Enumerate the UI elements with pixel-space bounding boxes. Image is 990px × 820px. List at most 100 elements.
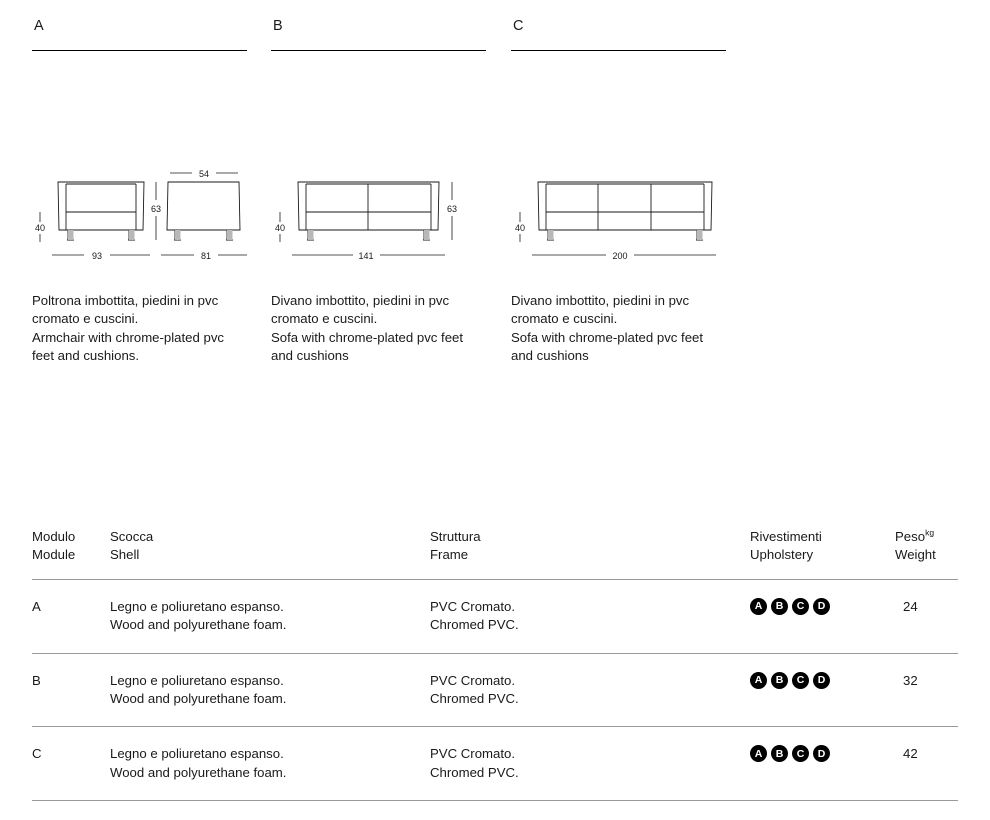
leg-left bbox=[548, 230, 554, 240]
description-a: Poltrona imbottita, piedini in pvc croma… bbox=[32, 292, 264, 366]
cell-frame-en: Chromed PVC. bbox=[430, 764, 519, 780]
leg-right bbox=[424, 230, 430, 240]
desc-b-it-1: Divano imbottito, piedini in pvc bbox=[271, 293, 450, 308]
column-header-b: B bbox=[271, 18, 486, 51]
dim-seat-height-c: 40 bbox=[515, 223, 525, 233]
desc-a-en-1: Armchair with chrome-plated pvc bbox=[32, 329, 225, 345]
desc-b-it-2: cromato e cuscini. bbox=[271, 311, 378, 327]
sofa3-drawing-svg: 40 200 bbox=[515, 181, 716, 261]
table-bottom-rule bbox=[32, 800, 958, 802]
description-b: Divano imbottito, piedini in pvc cromato… bbox=[271, 292, 503, 366]
upholstery-badge: C bbox=[792, 745, 809, 763]
cell-weight: 42 bbox=[903, 746, 918, 762]
upholstery-badge: A bbox=[750, 745, 767, 763]
cell-shell-it: Legno e poliuretano espanso. bbox=[110, 598, 284, 614]
cell-shell: Legno e poliuretano espanso. Wood and po… bbox=[110, 672, 430, 709]
header-shell-en: Shell bbox=[110, 547, 140, 563]
header-frame: Struttura Frame bbox=[430, 528, 750, 565]
upholstery-badge: C bbox=[792, 597, 809, 615]
header-weight-en: Weight bbox=[895, 547, 936, 563]
cell-shell-it: Legno e poliuretano espanso. bbox=[110, 672, 284, 688]
cell-frame: PVC Cromato. Chromed PVC. bbox=[430, 672, 750, 709]
header-shell-it: Scocca bbox=[110, 529, 154, 544]
header-module: Modulo Module bbox=[32, 528, 110, 565]
desc-c-it-1: Divano imbottito, piedini in pvc bbox=[511, 293, 690, 308]
cell-frame: PVC Cromato. Chromed PVC. bbox=[430, 598, 750, 635]
cell-frame-it: PVC Cromato. bbox=[430, 672, 516, 688]
desc-b-en-1: Sofa with chrome-plated pvc feet bbox=[271, 329, 464, 345]
leg-left bbox=[308, 230, 314, 240]
dim-front-width-b: 141 bbox=[358, 251, 373, 261]
header-module-en: Module bbox=[32, 547, 76, 563]
desc-c-en-1: Sofa with chrome-plated pvc feet bbox=[511, 329, 704, 345]
cell-upholstery: A B C D bbox=[750, 671, 895, 689]
desc-a-en-2: feet and cushions. bbox=[32, 348, 140, 364]
table-row: A Legno e poliuretano espanso. Wood and … bbox=[32, 578, 958, 653]
desc-c-en-2: and cushions bbox=[511, 348, 589, 364]
column-rule-a bbox=[32, 50, 247, 51]
cell-shell-en: Wood and polyurethane foam. bbox=[110, 617, 287, 633]
sofa2-drawing-svg: 40 63 141 bbox=[275, 181, 457, 261]
cell-frame: PVC Cromato. Chromed PVC. bbox=[430, 745, 750, 782]
cell-upholstery: A B C D bbox=[750, 597, 895, 615]
description-c: Divano imbottito, piedini in pvc cromato… bbox=[511, 292, 743, 366]
column-rule-c bbox=[511, 50, 726, 51]
column-letter-c: C bbox=[513, 18, 524, 34]
header-frame-it: Struttura bbox=[430, 529, 481, 544]
header-upholstery-it: Rivestimenti bbox=[750, 529, 822, 544]
cell-module: A bbox=[32, 598, 41, 614]
dim-seat-height-b: 40 bbox=[275, 223, 285, 233]
cell-weight: 32 bbox=[903, 672, 918, 688]
dim-front-width-a: 93 bbox=[92, 251, 102, 261]
cell-frame-it: PVC Cromato. bbox=[430, 746, 516, 762]
cell-module: C bbox=[32, 746, 42, 762]
cell-upholstery: A B C D bbox=[750, 745, 895, 763]
upholstery-badge: B bbox=[771, 597, 788, 615]
cell-shell-en: Wood and polyurethane foam. bbox=[110, 764, 287, 780]
upholstery-badge: A bbox=[750, 671, 767, 689]
upholstery-badge: B bbox=[771, 671, 788, 689]
specification-table: Modulo Module Scocca Shell Struttura Fra… bbox=[32, 528, 958, 802]
leg-front-left bbox=[68, 230, 74, 240]
header-shell: Scocca Shell bbox=[110, 528, 430, 565]
leg-right bbox=[697, 230, 703, 240]
cell-frame-en: Chromed PVC. bbox=[430, 691, 519, 707]
leg-side-right bbox=[227, 230, 233, 240]
dim-front-width-c: 200 bbox=[612, 251, 627, 261]
technical-drawing-sofa-3seat: 40 200 bbox=[508, 160, 733, 280]
technical-drawing-sofa-2seat: 40 63 141 bbox=[268, 160, 493, 280]
upholstery-badges: A B C D bbox=[750, 671, 895, 689]
desc-c-it-2: cromato e cuscini. bbox=[511, 311, 618, 327]
cell-shell-en: Wood and polyurethane foam. bbox=[110, 691, 287, 707]
header-frame-en: Frame bbox=[430, 547, 469, 563]
dim-seat-height-a: 40 bbox=[35, 223, 45, 233]
header-weight: Pesokg Weight bbox=[895, 528, 955, 565]
table-row: C Legno e poliuretano espanso. Wood and … bbox=[32, 726, 958, 800]
upholstery-badge: A bbox=[750, 597, 767, 615]
armchair-drawing-svg: 40 93 54 63 bbox=[35, 169, 247, 261]
technical-drawing-armchair: 40 93 54 63 bbox=[28, 160, 253, 280]
upholstery-badges: A B C D bbox=[750, 745, 895, 763]
header-module-it: Modulo bbox=[32, 529, 76, 544]
upholstery-badge: D bbox=[813, 671, 830, 689]
dim-total-height-b: 63 bbox=[447, 204, 457, 214]
leg-front-right bbox=[129, 230, 135, 240]
header-upholstery-en: Upholstery bbox=[750, 547, 814, 563]
column-header-a: A bbox=[32, 18, 247, 51]
column-letter-a: A bbox=[34, 18, 44, 34]
table-header-row: Modulo Module Scocca Shell Struttura Fra… bbox=[32, 528, 958, 579]
cell-weight: 24 bbox=[903, 598, 918, 614]
header-weight-it: Peso bbox=[895, 529, 926, 544]
column-header-c: C bbox=[511, 18, 726, 51]
upholstery-badge: D bbox=[813, 597, 830, 615]
upholstery-badges: A B C D bbox=[750, 597, 895, 615]
column-letter-b: B bbox=[273, 18, 283, 34]
header-weight-unit: kg bbox=[925, 527, 935, 538]
cell-frame-it: PVC Cromato. bbox=[430, 598, 516, 614]
upholstery-badge: D bbox=[813, 745, 830, 763]
dim-side-depth-a: 81 bbox=[201, 251, 211, 261]
table-row: B Legno e poliuretano espanso. Wood and … bbox=[32, 652, 958, 727]
column-rule-b bbox=[271, 50, 486, 51]
cell-shell: Legno e poliuretano espanso. Wood and po… bbox=[110, 598, 430, 635]
desc-b-en-2: and cushions bbox=[271, 348, 349, 364]
